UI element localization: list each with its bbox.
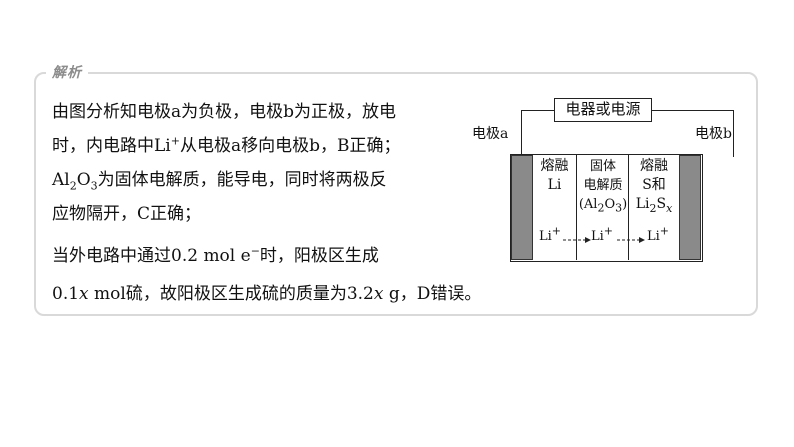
text-span: 为固体电解质，能导电，同时将两极反 bbox=[97, 170, 387, 190]
electrode-a bbox=[511, 155, 533, 260]
text-line-3: Al2O3为固体电解质，能导电，同时将两极反 bbox=[52, 169, 387, 191]
cell-body: 熔融 Li 固体 电解质 (Al2O3) 熔融 S和 Li2Sx Li+ Li+… bbox=[510, 154, 703, 262]
battery-diagram: 电器或电源 电极a 电极b 熔融 Li 固体 电解质 (Al2O3) 熔融 S和… bbox=[462, 96, 774, 266]
italic-var: x bbox=[373, 284, 384, 304]
membrane-right bbox=[628, 155, 629, 260]
superscript: − bbox=[250, 244, 260, 258]
subscript: 2 bbox=[649, 201, 657, 215]
text-span: 0.1 bbox=[52, 284, 80, 304]
text-span: Li bbox=[539, 229, 552, 244]
region-text: Li2Sx bbox=[629, 195, 679, 214]
region-text: 熔融 bbox=[540, 158, 569, 174]
text-span: (Al bbox=[578, 197, 598, 212]
ion-label-left: Li+ bbox=[539, 226, 561, 244]
text-span: mol硫，故阳极区生成硫的质量为3.2 bbox=[88, 284, 374, 304]
ion-label-right: Li+ bbox=[647, 226, 669, 244]
text-line-4: 应物隔开，C正确； bbox=[52, 203, 201, 225]
subscript: x bbox=[666, 201, 673, 215]
text-span: Li bbox=[591, 229, 604, 244]
subscript: 3 bbox=[615, 201, 623, 215]
text-span: 从电极a移向电极b，B正确； bbox=[179, 136, 401, 156]
superscript: + bbox=[551, 224, 562, 238]
text-span: ) bbox=[622, 197, 628, 212]
text-span: Al bbox=[52, 170, 70, 190]
italic-var: x bbox=[79, 284, 89, 304]
subscript: 3 bbox=[90, 179, 98, 193]
text-line-5: 当外电路中通过0.2 mol e−时，阳极区生成 bbox=[52, 245, 379, 267]
text-span: g，D错误。 bbox=[383, 284, 482, 304]
subscript: 2 bbox=[597, 201, 605, 215]
power-source-box: 电器或电源 bbox=[554, 98, 652, 122]
arrow-head-2 bbox=[639, 237, 645, 243]
electrode-b bbox=[679, 155, 701, 260]
membrane-left bbox=[576, 155, 577, 260]
ion-label-mid: Li+ bbox=[591, 226, 613, 244]
region-text: 电解质 bbox=[583, 178, 623, 193]
analysis-tag: 解析 bbox=[46, 64, 88, 82]
text-span: 时，阳极区生成 bbox=[259, 246, 379, 266]
text-span: 由图分析知电极a为负极，电极b为正极，放电 bbox=[52, 102, 397, 122]
superscript: + bbox=[659, 224, 670, 238]
subscript: 2 bbox=[69, 179, 77, 193]
text-span: 应物隔开，C正确； bbox=[52, 204, 202, 224]
arrow-head-1 bbox=[585, 237, 591, 243]
superscript: + bbox=[603, 224, 614, 238]
region-text: (Al2O3) bbox=[575, 195, 631, 214]
region-text: 固体 bbox=[589, 159, 616, 174]
text-line-1: 由图分析知电极a为负极，电极b为正极，放电 bbox=[52, 101, 396, 123]
region-text: 熔融 bbox=[640, 158, 668, 174]
migration-arrows bbox=[563, 237, 645, 243]
text-span: O bbox=[604, 197, 616, 212]
region-text: S和 bbox=[642, 177, 666, 193]
text-span: 当外电路中通过0.2 mol e bbox=[52, 246, 251, 266]
text-line-6: 0.1x mol硫，故阳极区生成硫的质量为3.2x g，D错误。 bbox=[52, 283, 481, 305]
region-sulfur: 熔融 S和 Li2Sx bbox=[629, 157, 679, 214]
electrode-a-label: 电极a bbox=[472, 126, 509, 142]
text-span: O bbox=[76, 170, 91, 190]
text-line-2: 时，内电路中Li+从电极a移向电极b，B正确； bbox=[52, 135, 400, 157]
electrode-b-label: 电极b bbox=[695, 126, 732, 142]
region-electrolyte: 固体 电解质 (Al2O3) bbox=[575, 157, 631, 214]
region-li: 熔融 Li bbox=[533, 157, 576, 195]
text-span: Li bbox=[635, 196, 650, 212]
text-span: Li bbox=[647, 229, 660, 244]
text-span: S bbox=[656, 196, 667, 212]
text-span: 时，内电路中Li bbox=[52, 136, 171, 156]
region-text: Li bbox=[547, 177, 562, 193]
superscript: + bbox=[170, 134, 180, 148]
